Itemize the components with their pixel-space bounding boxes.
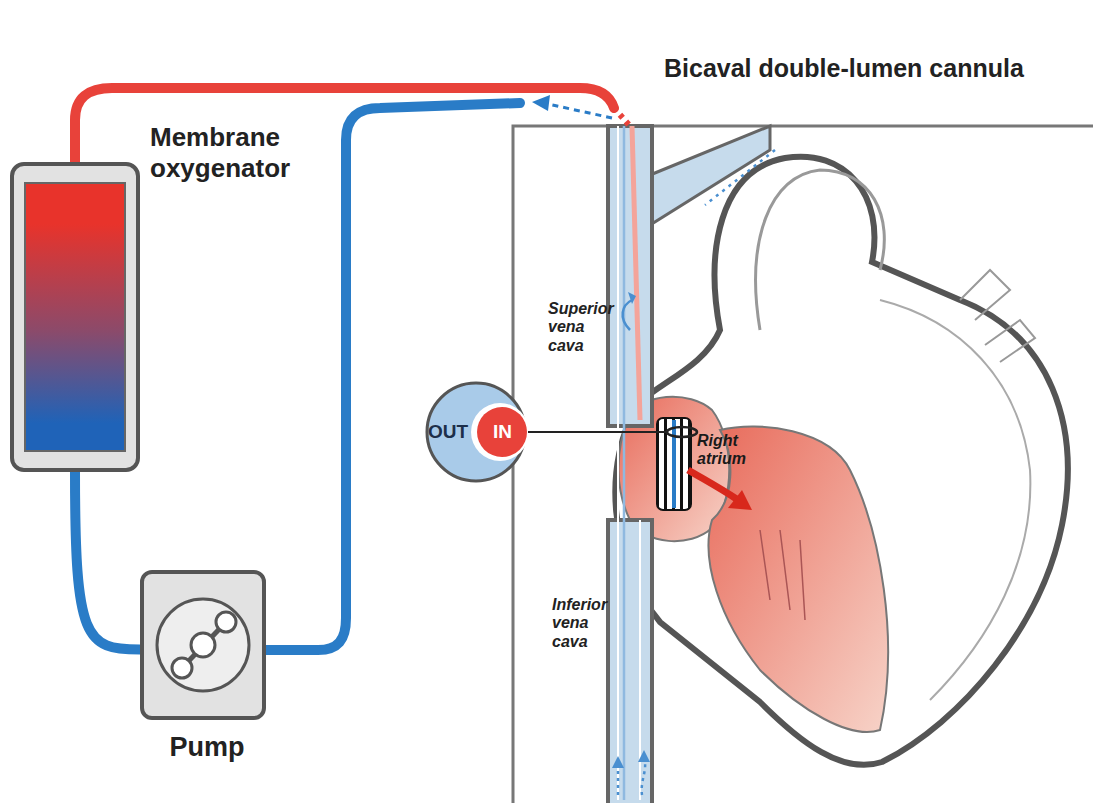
return-tube-dotted [614, 108, 630, 126]
pump-rotor [144, 574, 262, 716]
cross-section-leader [526, 431, 668, 433]
left-heart-detail [880, 300, 1030, 700]
anatomy-label: Right atrium [697, 432, 747, 469]
drainage-arrow [617, 765, 620, 795]
oxygenator-box: Membrane oxygenator [10, 162, 140, 472]
anatomy-label: Inferior vena cava [552, 596, 606, 651]
lumen-label: IN [493, 421, 512, 443]
drainage-arrow [623, 300, 632, 330]
cross-section-ring [667, 427, 697, 437]
drainage-arrow [642, 758, 645, 795]
superior-vena-cava [608, 126, 652, 426]
inferior-vena-cava [608, 520, 652, 803]
anatomy-panel [513, 126, 1093, 803]
cannula-wall [617, 126, 619, 800]
reinfusion-arrowhead [728, 490, 752, 510]
drainage-arrowhead [628, 292, 636, 304]
device-label: Bicaval double-lumen cannula [664, 54, 1084, 83]
pump-box: Pump [140, 570, 266, 720]
circuit-tube [75, 472, 140, 650]
oxygenator-chamber [24, 182, 126, 452]
tricuspid-chordae [760, 530, 805, 620]
right-ventricle [709, 426, 889, 732]
cannula-cross-section: OUT IN [424, 380, 528, 484]
lumen-label: OUT [428, 421, 468, 443]
drainage-arrowhead [612, 756, 624, 768]
drainage-arrowhead [638, 750, 650, 762]
heart-outline [615, 157, 1067, 765]
drainage-flow-arrowhead [532, 95, 550, 111]
drainage-flow-arrow [548, 104, 612, 118]
reinfusion-arrow [688, 470, 738, 500]
cannula-blue-lumen [672, 420, 676, 508]
great-vessels [960, 270, 1035, 362]
drainage-tube [266, 103, 520, 650]
drainage-arrow [705, 150, 775, 205]
component-label: Membrane oxygenator [150, 122, 350, 184]
anatomy-label: Superior vena cava [548, 300, 606, 355]
component-label: Pump [124, 732, 290, 763]
aortic-arch [756, 170, 885, 330]
cannula-red-lumen [632, 126, 640, 420]
cannula-blue-lumen [623, 126, 626, 800]
